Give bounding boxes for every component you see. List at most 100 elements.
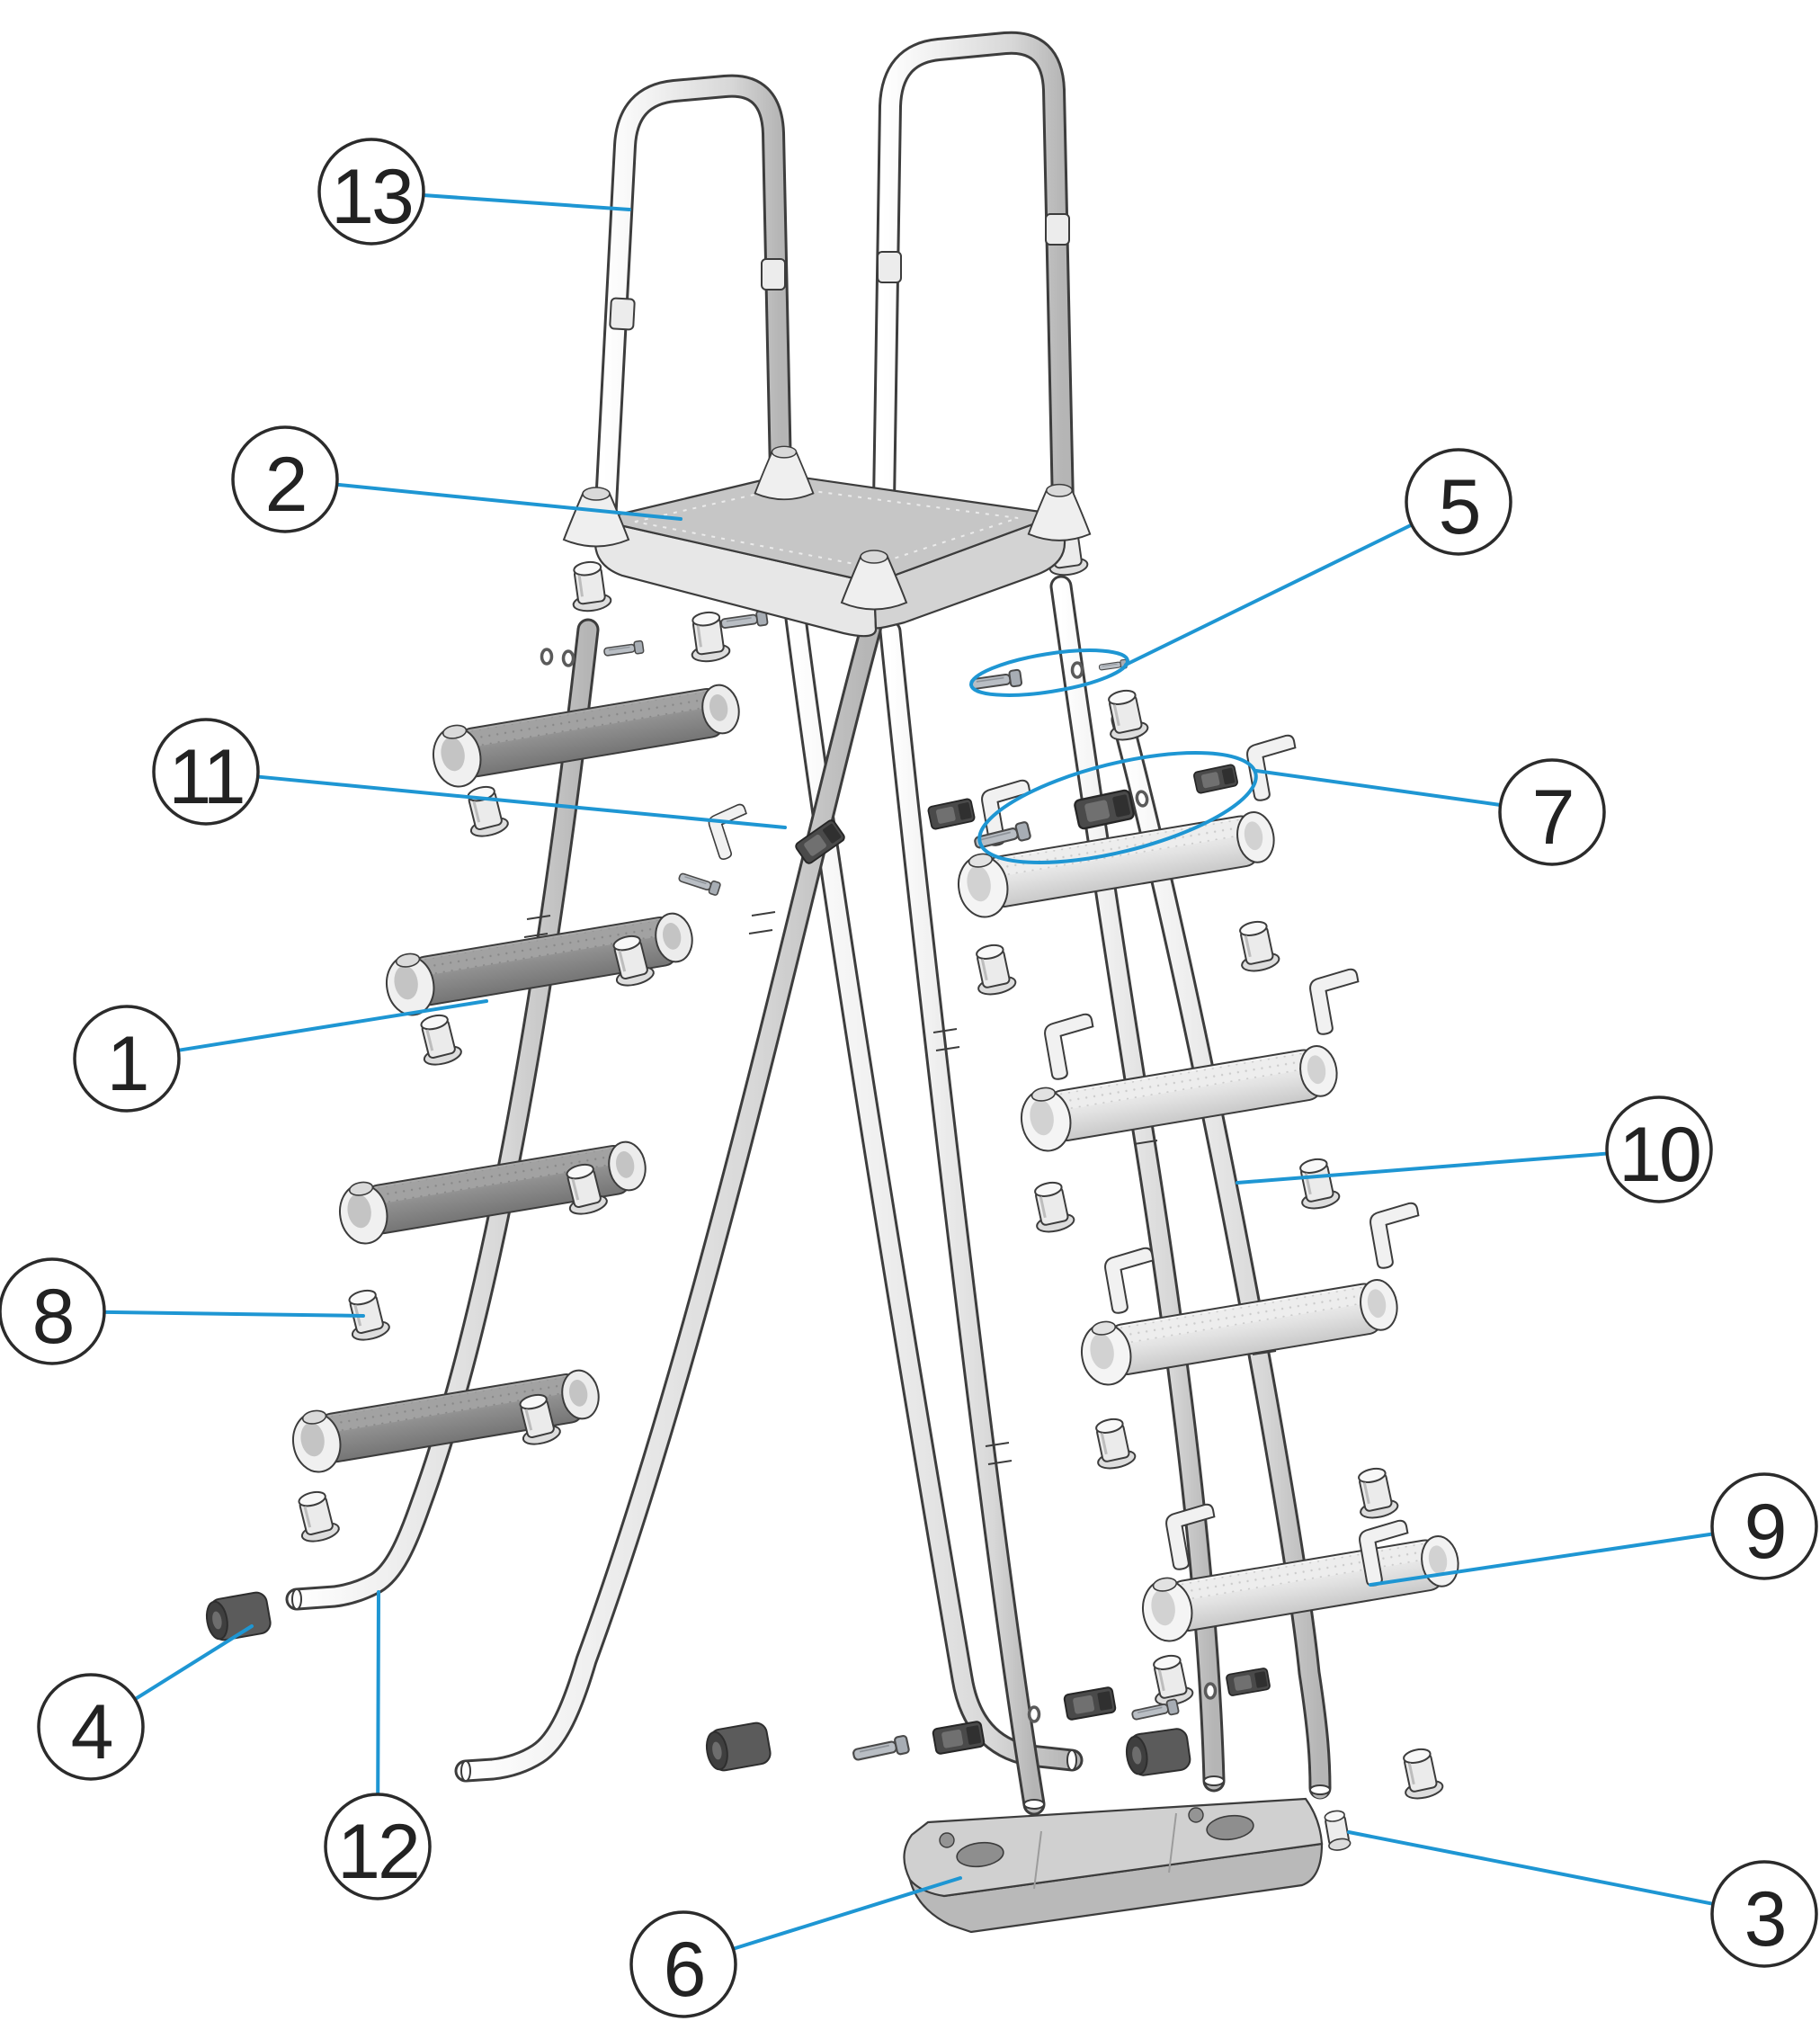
callout-5[interactable]: 5	[1124, 448, 1512, 666]
corner-socket	[1027, 483, 1092, 541]
callout-10[interactable]: 10	[1236, 1095, 1713, 1203]
washer	[1203, 1682, 1218, 1700]
bushing	[1292, 1154, 1343, 1213]
leader-line-3	[1347, 1830, 1716, 1906]
callout-circle-7[interactable]	[1498, 758, 1606, 866]
callout-number-1: 1	[107, 1021, 147, 1107]
callout-number-8: 8	[32, 1274, 73, 1360]
tube-open-end	[1066, 1749, 1077, 1771]
callout-2[interactable]: 2	[231, 425, 682, 533]
step-bracket	[1307, 967, 1368, 1036]
callout-6[interactable]: 6	[629, 1876, 962, 2018]
callout-7[interactable]: 7	[1254, 758, 1606, 866]
leader-line-4	[133, 1624, 254, 1702]
leg-sleeve	[684, 608, 733, 666]
callout-circle-2[interactable]	[231, 425, 339, 533]
leader-line-11	[255, 774, 787, 829]
foot-end-cap	[1123, 1726, 1192, 1778]
callout-number-5: 5	[1439, 464, 1479, 550]
front-ladder	[202, 618, 882, 1783]
corner-socket	[563, 487, 629, 548]
callout-11[interactable]: 11	[152, 718, 787, 829]
washer	[540, 648, 554, 666]
screw	[1130, 1698, 1181, 1724]
callout-8[interactable]: 8	[0, 1257, 365, 1365]
callout-circle-5[interactable]	[1405, 448, 1512, 556]
washer	[1134, 789, 1150, 809]
bushing	[1101, 685, 1151, 745]
tube-joint-marks	[523, 911, 776, 938]
handrails	[593, 31, 1075, 571]
leg-sleeve	[566, 558, 614, 615]
bushing	[1232, 917, 1282, 976]
platform-top-inset	[634, 486, 1019, 568]
platform	[540, 445, 1129, 693]
callout-9[interactable]: 9	[1369, 1472, 1818, 1587]
callout-number-10: 10	[1619, 1112, 1700, 1198]
callout-circle-12[interactable]	[324, 1793, 432, 1900]
leader-line-12	[376, 1590, 380, 1797]
bushing	[1088, 1414, 1138, 1473]
tube-open-end	[291, 1588, 302, 1610]
callout-circle-10[interactable]	[1605, 1095, 1713, 1203]
callout-circle-9[interactable]	[1710, 1472, 1818, 1580]
screw	[719, 609, 769, 632]
callout-4[interactable]: 4	[37, 1624, 254, 1781]
strap-clip	[931, 1720, 986, 1756]
callout-circle-8[interactable]	[0, 1257, 106, 1365]
callout-circle-6[interactable]	[629, 1910, 737, 2018]
callout-number-4: 4	[71, 1689, 112, 1775]
base-plate-hole	[939, 1832, 955, 1848]
callout-3[interactable]: 3	[1347, 1830, 1818, 1968]
callout-number-9: 9	[1744, 1489, 1785, 1575]
washer	[1027, 1705, 1041, 1723]
group-ellipse-5	[969, 648, 1129, 697]
callout-circle-13[interactable]	[317, 138, 425, 246]
washer	[1070, 661, 1084, 679]
callout-1[interactable]: 1	[73, 999, 488, 1113]
strap-clip	[926, 797, 977, 831]
leader-line-5	[1124, 523, 1414, 666]
leader-line-6	[731, 1876, 962, 1951]
handrail-joint-sleeves	[609, 213, 1070, 331]
callout-12[interactable]: 12	[324, 1590, 432, 1900]
tube-open-end	[1203, 1775, 1225, 1786]
washer	[561, 649, 575, 667]
bushing	[290, 1487, 343, 1546]
base-plate-hole	[956, 1841, 1004, 1868]
callout-circle-3[interactable]	[1710, 1860, 1818, 1968]
screw	[602, 639, 645, 659]
base-plate-hole	[1188, 1807, 1204, 1823]
step-bracket	[1041, 1012, 1102, 1081]
screw	[968, 668, 1023, 693]
leader-line-2	[335, 482, 682, 521]
bushing	[459, 782, 512, 841]
handrail-right	[871, 31, 1075, 571]
callout-number-3: 3	[1744, 1876, 1785, 1963]
foot-end-cap	[702, 1720, 773, 1775]
group-ellipse-7	[977, 750, 1258, 865]
step-tread-light	[1015, 1039, 1343, 1156]
screw	[676, 870, 722, 897]
step-bracket	[1367, 1201, 1428, 1270]
callout-circle-11[interactable]	[152, 718, 260, 826]
callout-circle-1[interactable]	[73, 1005, 181, 1113]
step-bracket	[1102, 1246, 1163, 1315]
leader-line-10	[1236, 1151, 1610, 1185]
small-spacer	[1322, 1808, 1352, 1853]
bushing	[1396, 1744, 1446, 1803]
callout-13[interactable]: 13	[317, 138, 631, 246]
base-plate-hole	[1206, 1814, 1254, 1841]
strap-clip	[1225, 1667, 1271, 1697]
tube-open-end	[460, 1760, 471, 1782]
leader-line-9	[1369, 1532, 1715, 1587]
strap-clip	[1062, 1686, 1118, 1721]
tube-open-end	[1023, 1799, 1045, 1810]
screw	[851, 1734, 911, 1765]
callout-circle-4[interactable]	[37, 1673, 145, 1781]
base-plate-seams	[1033, 1812, 1177, 1890]
strap-clip	[1192, 763, 1239, 795]
